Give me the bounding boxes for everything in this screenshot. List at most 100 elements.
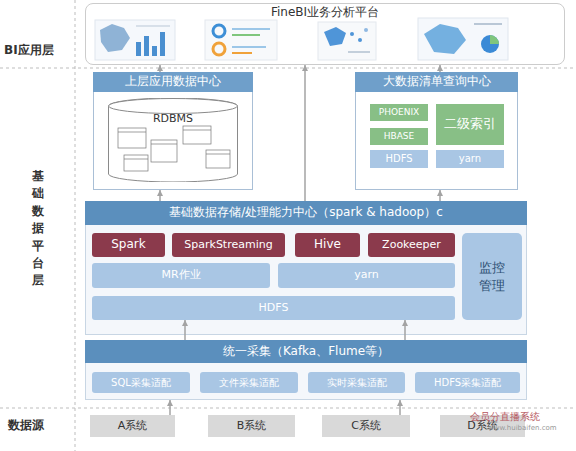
database-cylinder: RDBMS <box>108 98 238 182</box>
bar <box>232 28 270 30</box>
thumbnail-frame <box>205 20 277 60</box>
table-line <box>183 130 211 131</box>
section-container: 统一采集（Kafka、Flume等） SQL采集适配 文件采集适配 实时采集适配 HDF… <box>85 340 527 400</box>
component-box: C系统 <box>322 415 410 437</box>
component-box: HDFS <box>92 296 455 320</box>
pie-slice <box>490 35 499 44</box>
flow-arrow <box>159 65 161 72</box>
table-icon <box>151 140 177 162</box>
map-shape <box>324 27 346 46</box>
text-line <box>136 26 170 27</box>
box-label: Zookeeper <box>382 239 441 252</box>
box-label: HBASE <box>384 131 415 141</box>
component-box: 监控管理 <box>462 233 522 320</box>
box-label: A系统 <box>118 420 148 433</box>
dashboard-thumbnail <box>95 20 175 60</box>
box-label: 监控管理 <box>477 259 507 294</box>
table-icon <box>183 126 211 144</box>
table-icon <box>118 128 146 148</box>
section-container: 大数据清单查询中心 PHOENIX HBASE 二级索引 HDFS yarn <box>355 72 518 190</box>
cylinder-top <box>109 99 238 114</box>
section-heading: 基础数据存储/处理能力中心（spark & hadoop）c <box>85 201 527 225</box>
flow-arrow <box>439 65 441 72</box>
donut <box>213 43 225 55</box>
component-box: MR作业 <box>92 263 270 288</box>
layer-divider <box>0 408 576 409</box>
box-label: 文件采集适配 <box>219 377 279 389</box>
section-heading: 上层应用数据中心 <box>93 72 253 92</box>
box-label: SQL采集适配 <box>111 377 171 389</box>
map-shape <box>424 24 466 54</box>
section-container: 上层应用数据中心 RDBMS <box>93 72 253 190</box>
flow-arrow <box>159 190 161 201</box>
box-label: B系统 <box>237 420 267 433</box>
node-title: FineBI业务分析平台 <box>86 6 564 20</box>
component-box: HDFS采集适配 <box>415 372 520 393</box>
component-box: Hive <box>295 233 360 257</box>
bar <box>160 32 165 56</box>
thumbnail-frame <box>95 20 175 60</box>
dot <box>350 32 354 36</box>
component-box: 实时采集适配 <box>308 372 405 393</box>
component-box: Spark <box>92 233 165 257</box>
box-label: Spark <box>111 238 145 252</box>
box-label: HDFS采集适配 <box>434 377 501 389</box>
flow-arrow <box>304 65 306 201</box>
bar <box>232 52 252 54</box>
cylinder-body <box>109 98 238 182</box>
box-label: C系统 <box>351 420 381 433</box>
dot <box>358 38 362 42</box>
flow-arrow <box>399 400 401 415</box>
bar <box>152 46 157 56</box>
component-box: B系统 <box>208 415 295 437</box>
layer-label: 数据源 <box>8 418 68 432</box>
component-box: A系统 <box>90 415 175 437</box>
table-line <box>151 144 177 145</box>
table-icons <box>118 126 230 171</box>
table-icon <box>206 150 230 168</box>
text-line <box>474 23 502 25</box>
component-box: SQL采集适配 <box>92 372 190 393</box>
component-box: SparkStreaming <box>172 233 285 257</box>
bar <box>144 36 149 56</box>
watermark: www.huibaifen.com <box>488 424 574 432</box>
layer-label: BI应用层 <box>4 43 72 57</box>
pie <box>481 35 499 53</box>
flow-arrow <box>169 400 171 415</box>
layer-divider <box>0 68 576 69</box>
section-heading: 统一采集（Kafka、Flume等） <box>85 340 527 363</box>
bar <box>136 42 141 56</box>
box-label: 实时采集适配 <box>327 377 387 389</box>
box-label: PHOENIX <box>379 107 420 117</box>
component-box: 文件采集适配 <box>200 372 298 393</box>
map-shape <box>100 24 130 52</box>
component-box: yarn <box>436 150 504 168</box>
bar <box>232 46 266 48</box>
component-box: PHOENIX <box>370 104 428 121</box>
box-label: HDFS <box>385 153 412 165</box>
dashboard-thumbnail <box>205 20 277 60</box>
flow-arrow <box>404 320 406 340</box>
component-box: 二级索引 <box>436 104 504 145</box>
table-line <box>124 159 148 160</box>
table-line <box>206 154 230 155</box>
database-label: RDBMS <box>108 113 238 126</box>
section-heading: 大数据清单查询中心 <box>355 72 518 92</box>
bar <box>232 34 260 36</box>
component-box: HBASE <box>370 128 428 145</box>
box-label: MR作业 <box>161 269 200 282</box>
text-line <box>348 51 370 53</box>
component-box: Zookeeper <box>368 233 455 257</box>
flow-arrow <box>439 190 441 201</box>
dashboard-thumbnail <box>418 18 508 60</box>
table-line <box>118 132 146 133</box>
box-label: SparkStreaming <box>184 239 272 252</box>
box-label: yarn <box>354 269 379 282</box>
watermark: 会员分直播系统 <box>470 411 570 423</box>
table-icon <box>124 155 148 171</box>
dot <box>364 28 368 32</box>
cylinder-outline <box>108 98 238 182</box>
layer-divider <box>75 0 76 451</box>
